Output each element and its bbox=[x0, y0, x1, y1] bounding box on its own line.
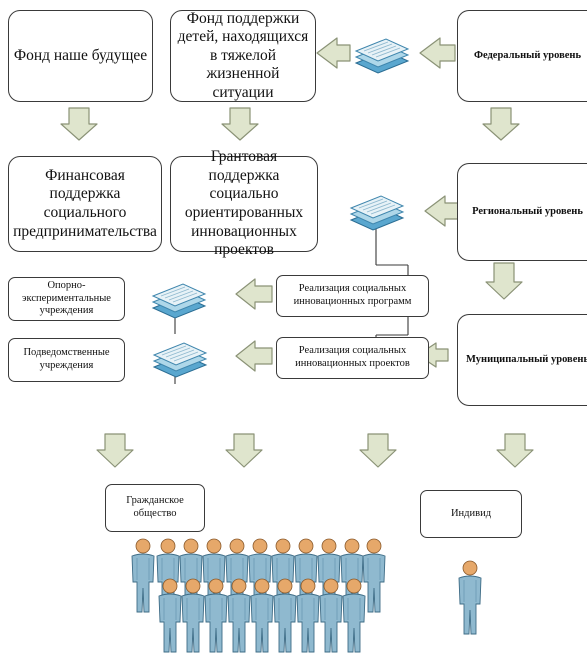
municipal-level-label: Муниципальный уровень bbox=[466, 353, 587, 365]
arrow-down-icon bbox=[225, 433, 263, 468]
arrow-left-icon bbox=[235, 278, 273, 310]
fund-our-future-label: Фонд наше будущее bbox=[13, 46, 148, 64]
fund-children-box: Фонд поддержки детей, находящихся в тяже… bbox=[170, 10, 316, 102]
arrow-left-icon bbox=[235, 340, 273, 372]
fund-our-future-box: Фонд наше будущее bbox=[8, 10, 153, 102]
projects-label: Реализация социальных инновационных прое… bbox=[295, 345, 410, 369]
arrow-down-icon bbox=[221, 107, 259, 141]
grant-support-label: Грантовая поддержка социально ориентиров… bbox=[184, 148, 304, 259]
arrow-down-icon bbox=[96, 433, 134, 468]
federal-level-box: Федеральный уровень bbox=[457, 10, 587, 102]
financial-support-box: Финансовая поддержка социального предпри… bbox=[8, 156, 162, 252]
arrow-down-icon bbox=[60, 107, 98, 141]
arrow-down-icon bbox=[485, 262, 523, 300]
arrow-left-icon bbox=[419, 37, 456, 69]
civil-society-label: Гражданское общество bbox=[126, 495, 184, 519]
arrow-down-icon bbox=[482, 107, 520, 141]
crowd bbox=[131, 538, 386, 653]
arrow-down-icon bbox=[496, 433, 534, 468]
programs-label: Реализация социальных инновационных прог… bbox=[293, 283, 412, 307]
arrow-left-icon bbox=[316, 37, 351, 69]
regional-level-box: Региональный уровень bbox=[457, 163, 587, 261]
federal-level-label: Федеральный уровень bbox=[473, 49, 582, 61]
municipal-level-box: Муниципальный уровень bbox=[457, 314, 587, 406]
subordinate-institutions-box: Подведомственные учреждения bbox=[8, 338, 125, 382]
regional-level-label: Региональный уровень bbox=[472, 205, 583, 217]
support-institutions-box: Опорно-экспериментальные учреждения bbox=[8, 277, 125, 321]
support-institutions-label: Опорно-экспериментальные учреждения bbox=[22, 280, 111, 317]
arrow-down-icon bbox=[359, 433, 397, 468]
grant-support-box: Грантовая поддержка социально ориентиров… bbox=[170, 148, 318, 258]
projects-box: Реализация социальных инновационных прое… bbox=[276, 337, 429, 379]
financial-support-label: Финансовая поддержка социального предпри… bbox=[13, 166, 157, 240]
individual-person-icon bbox=[458, 560, 482, 635]
civil-society-box: Гражданское общество bbox=[105, 484, 205, 532]
person-icon bbox=[131, 538, 155, 613]
fund-children-label: Фонд поддержки детей, находящихся в тяже… bbox=[177, 9, 309, 101]
individual-label: Индивид bbox=[450, 507, 492, 519]
person-icon bbox=[362, 538, 386, 613]
programs-box: Реализация социальных инновационных прог… bbox=[276, 275, 429, 317]
individual-box: Индивид bbox=[420, 490, 522, 538]
subordinate-institutions-label: Подведомственные учреждения bbox=[23, 347, 110, 371]
